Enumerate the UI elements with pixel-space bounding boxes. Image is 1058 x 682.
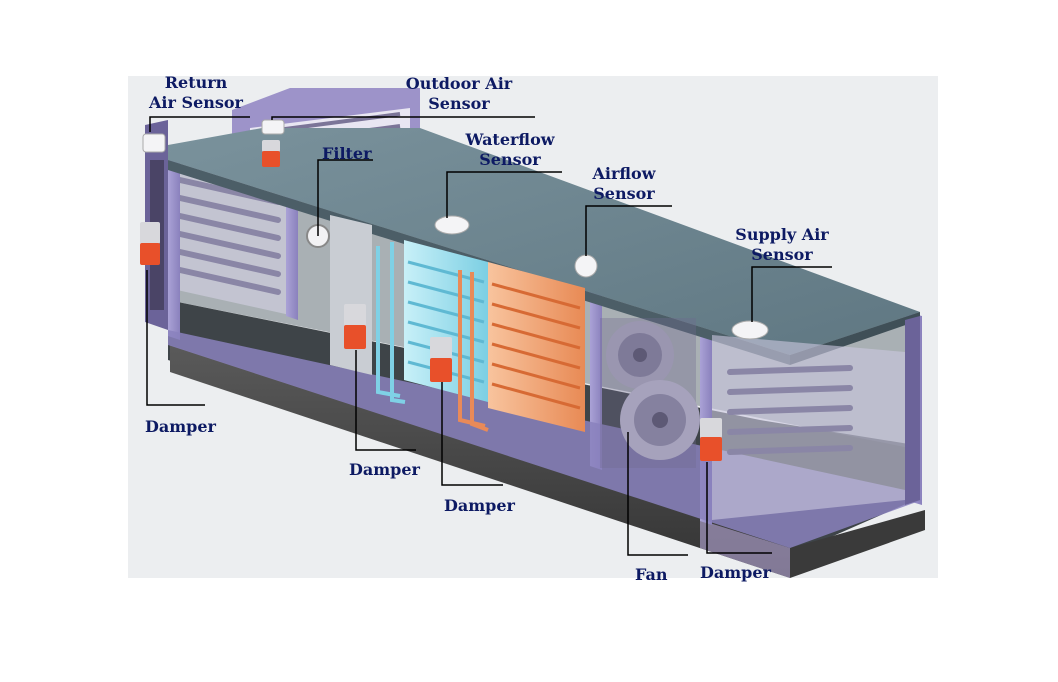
label-return-air-line2: Air Sensor	[149, 93, 243, 112]
leader-outdoor-air	[271, 116, 535, 120]
supply-air-sensor-icon	[731, 320, 769, 340]
base-skid-side	[790, 510, 925, 578]
right-end-frame	[905, 316, 920, 505]
label-waterflow-sensor: Waterflow Sensor	[458, 130, 562, 170]
label-fan: Fan	[635, 565, 668, 584]
label-damper-right: Damper	[700, 563, 771, 582]
roof-panel	[168, 128, 920, 355]
label-airflow-line2: Sensor	[593, 184, 655, 203]
leader-damper-cooling	[355, 350, 416, 451]
base-skid-panel	[700, 520, 790, 578]
label-return-air-sensor: Return Air Sensor	[146, 73, 246, 113]
leader-damper-heating	[441, 382, 503, 486]
fan-assembly	[600, 318, 700, 468]
heating-pipes	[458, 270, 489, 432]
label-outdoor-air-line1: Outdoor Air	[405, 74, 513, 93]
waterflow-sensor-icon	[434, 215, 470, 235]
label-outdoor-air-line2: Sensor	[428, 94, 490, 113]
damper-actuator-icons	[140, 140, 722, 461]
label-supply-air-sensor: Supply Air Sensor	[730, 225, 834, 265]
base-skid-front	[170, 345, 790, 578]
label-supply-air-line2: Sensor	[751, 245, 813, 264]
cooling-coil	[404, 240, 488, 402]
supply-louvers	[727, 365, 853, 455]
label-airflow-line1: Airflow	[592, 164, 656, 183]
return-louvers	[177, 177, 281, 295]
label-damper-heating: Damper	[444, 496, 515, 515]
leader-lines	[146, 116, 832, 556]
label-filter: Filter	[322, 144, 372, 163]
label-waterflow-line2: Sensor	[479, 150, 541, 169]
outdoor-air-sensor-icon	[261, 119, 285, 135]
label-outdoor-air-sensor: Outdoor Air Sensor	[400, 74, 518, 114]
leader-airflow	[585, 205, 672, 256]
label-damper-cooling: Damper	[349, 460, 420, 479]
return-air-sensor-icon	[142, 133, 166, 153]
label-damper-left: Damper	[145, 417, 216, 436]
leader-return-air	[149, 116, 250, 132]
label-airflow-sensor: Airflow Sensor	[580, 164, 668, 204]
heating-coil-fins	[491, 282, 581, 410]
label-return-air-line1: Return	[164, 73, 228, 92]
leader-damper-right	[706, 462, 772, 554]
cooling-pipes	[376, 242, 406, 404]
leader-supply-air	[751, 266, 832, 322]
label-supply-air-line1: Supply Air	[735, 225, 829, 244]
label-waterflow-line1: Waterflow	[465, 130, 555, 149]
airflow-sensor-icon	[574, 254, 598, 278]
leader-fan	[627, 432, 688, 556]
filter-panel	[330, 215, 372, 375]
leader-waterflow	[446, 171, 562, 218]
leader-filter	[317, 159, 373, 236]
leader-damper-left	[146, 270, 205, 406]
